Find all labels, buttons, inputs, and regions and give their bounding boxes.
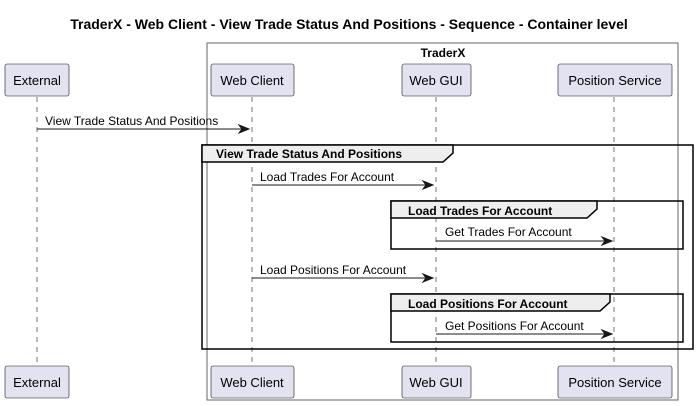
participant-label: Position Service: [568, 73, 661, 88]
group-tab-outer: [201, 144, 454, 163]
group-label: View Trade Status And Positions: [216, 147, 402, 161]
container-boundary: [206, 42, 679, 401]
participant-label: Web Client: [220, 375, 284, 390]
group-label: Load Positions For Account: [408, 297, 568, 311]
participant-label: External: [13, 375, 61, 390]
participant-position-service-top: Position Service: [557, 63, 673, 97]
participant-external-top: External: [4, 63, 70, 97]
arrow-head: [421, 272, 435, 284]
group-tab-positions: [390, 293, 611, 312]
arrow-head: [237, 123, 251, 135]
message-label: Load Positions For Account: [260, 263, 407, 277]
participant-label: External: [13, 73, 61, 88]
message-label: Load Trades For Account: [260, 170, 395, 184]
participant-position-service-bottom: Position Service: [557, 365, 673, 399]
container-label: TraderX: [421, 46, 466, 60]
message-label: Get Positions For Account: [445, 319, 584, 333]
group-label: Load Trades For Account: [408, 204, 552, 218]
participant-web-client-bottom: Web Client: [210, 365, 295, 399]
arrow-head: [600, 235, 614, 247]
participant-web-client-top: Web Client: [210, 63, 295, 97]
message-label: Get Trades For Account: [445, 225, 572, 239]
participant-web-gui-bottom: Web GUI: [401, 365, 472, 399]
arrow-head: [421, 179, 435, 191]
participant-label: Position Service: [568, 375, 661, 390]
diagram-title: TraderX - Web Client - View Trade Status…: [70, 16, 628, 32]
participant-web-gui-top: Web GUI: [401, 63, 472, 97]
participant-label: Web GUI: [409, 73, 462, 88]
participant-label: Web GUI: [409, 375, 462, 390]
group-tab-trades: [390, 200, 598, 219]
participant-external-bottom: External: [4, 365, 70, 399]
message-label: View Trade Status And Positions: [45, 114, 218, 128]
arrow-head: [600, 328, 614, 340]
participant-label: Web Client: [220, 73, 284, 88]
